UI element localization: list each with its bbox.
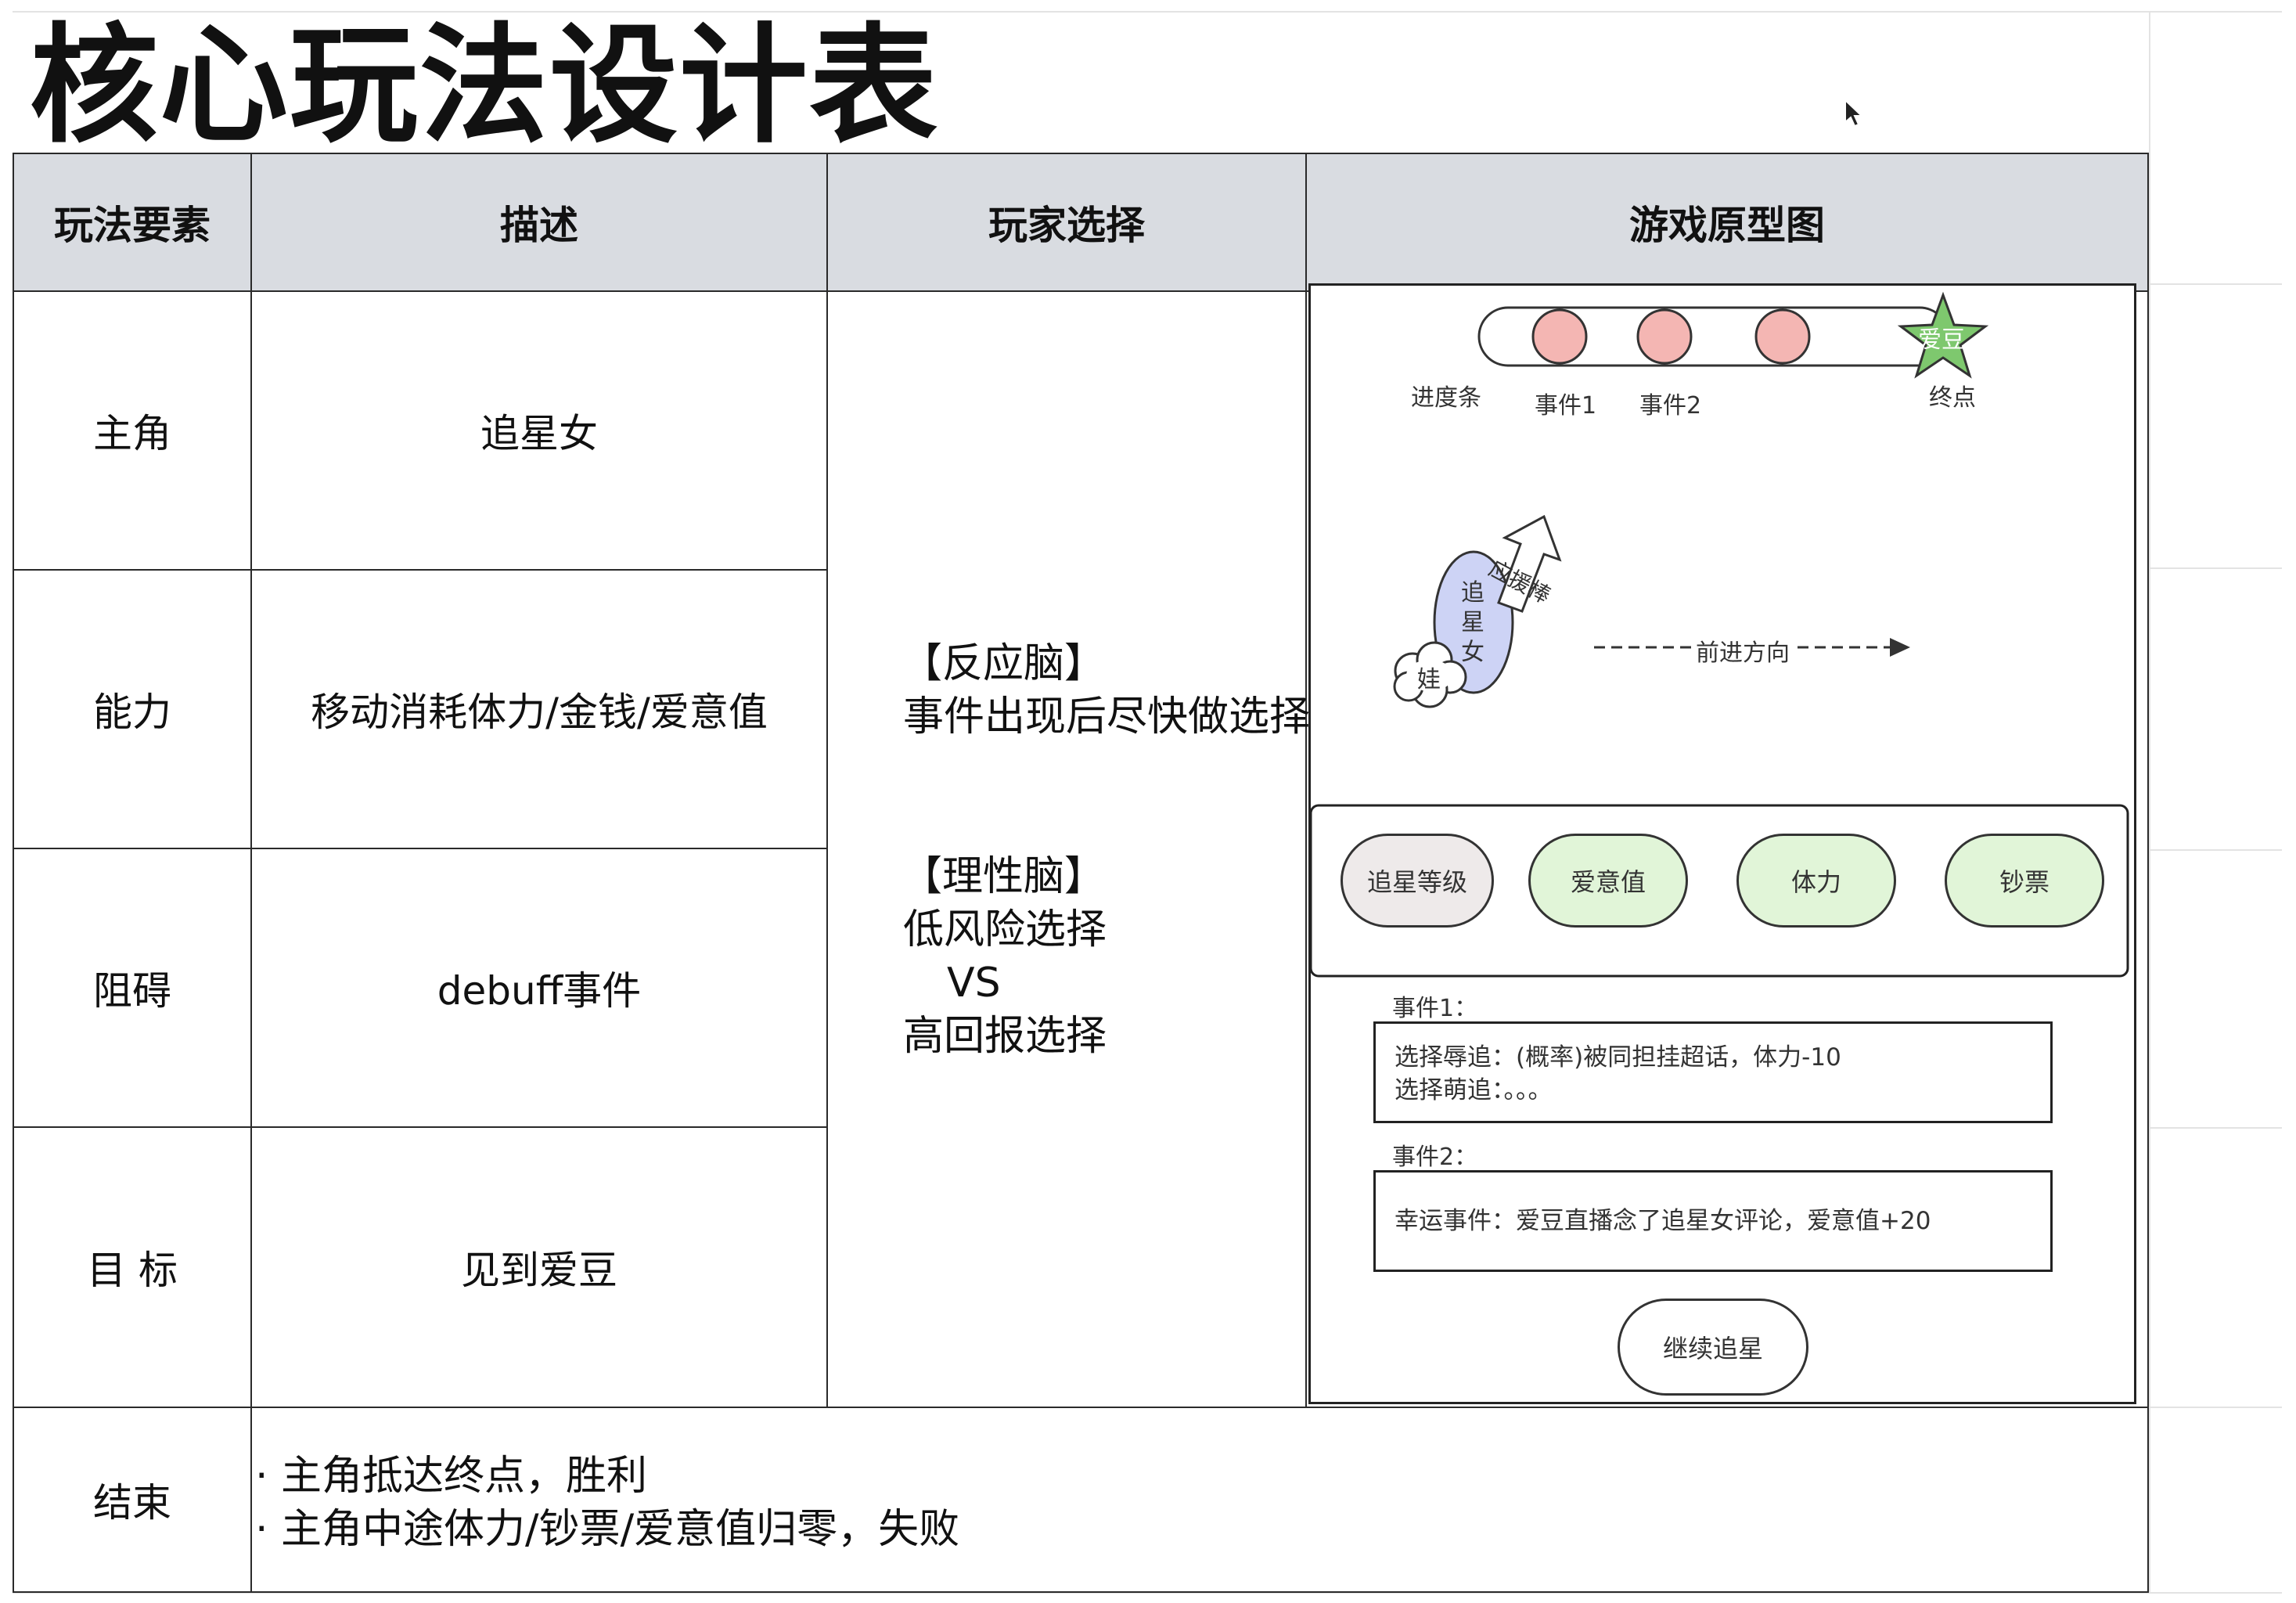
character-oval	[1433, 550, 1514, 694]
sheet-gridline	[2149, 1407, 2282, 1408]
prototype-svg	[1311, 291, 2129, 978]
ending-text: · 主角抵达终点，胜利 · 主角中途体力/钞票/爱意值归零，失败	[255, 1450, 959, 1556]
arrow-head-icon	[1890, 638, 1910, 657]
sheet-gridline	[2149, 283, 2282, 285]
goal-star-text: 爱豆	[1918, 326, 1965, 354]
row-element-cell[interactable]: 阻碍	[13, 848, 252, 1128]
event2-node-label: 事件2	[1639, 392, 1702, 420]
row-description-cell[interactable]: 移动消耗体力/金钱/爱意值	[250, 569, 828, 849]
reaction-title: 【反应脑】	[901, 640, 1106, 687]
event2-line: 幸运事件：爱豆直播念了追星女评论，爱意值+20	[1395, 1207, 1931, 1235]
rational-high: 高回报选择	[903, 1013, 1107, 1060]
page-title: 核心玩法设计表	[30, 11, 940, 160]
event-node	[1531, 308, 1588, 365]
sheet-gridline	[13, 11, 2282, 13]
row-element-cell[interactable]: 能力	[13, 569, 252, 849]
sheet-gridline	[13, 1592, 2282, 1594]
stats-panel	[1311, 804, 2129, 978]
row-element-cell[interactable]: 主角	[13, 290, 252, 571]
ending-win-line: · 主角抵达终点，胜利	[255, 1453, 648, 1500]
sheet-gridline	[2149, 1127, 2282, 1129]
event2-title: 事件2：	[1392, 1144, 1478, 1171]
stat-money-pill[interactable]: 钞票	[1945, 834, 2104, 928]
rational-low: 低风险选择	[903, 906, 1107, 953]
progress-label: 进度条	[1411, 384, 1481, 412]
event1-title: 事件1：	[1392, 995, 1478, 1022]
ending-label-cell[interactable]: 结束	[13, 1407, 252, 1593]
event1-node-label: 事件1	[1535, 392, 1597, 420]
header-description[interactable]: 描述	[250, 153, 828, 292]
stat-love-pill[interactable]: 爱意值	[1528, 834, 1688, 928]
event1-box[interactable]: 选择辱追：(概率)被同担挂超话，体力-10 选择萌追：。。。	[1373, 1021, 2053, 1123]
reaction-desc: 事件出现后尽快做选择	[903, 693, 1311, 740]
header-choice[interactable]: 玩家选择	[826, 153, 1307, 292]
event2-box[interactable]: 幸运事件：爱豆直播念了追星女评论，爱意值+20	[1373, 1170, 2053, 1272]
row-description-cell[interactable]: 追星女	[250, 290, 828, 571]
event1-option1[interactable]: 选择辱追：(概率)被同担挂超话，体力-10	[1395, 1043, 1841, 1072]
event1-option2[interactable]: 选择萌追：。。。	[1395, 1076, 1553, 1104]
mouse-cursor-icon	[1844, 99, 1864, 128]
direction-label: 前进方向	[1696, 639, 1790, 667]
header-prototype[interactable]: 游戏原型图	[1305, 153, 2149, 292]
doll-label: 娃	[1417, 666, 1441, 693]
rational-vs: VS	[947, 960, 1001, 1007]
row-description-cell[interactable]: 见到爱豆	[250, 1126, 828, 1408]
character-label: 追 星 女	[1461, 579, 1484, 666]
ending-lose-line: · 主角中途体力/钞票/爱意值归零，失败	[255, 1506, 960, 1553]
sheet-gridline	[2149, 849, 2282, 851]
event-node	[1754, 308, 1811, 365]
goal-label: 终点	[1929, 384, 1976, 412]
header-element[interactable]: 玩法要素	[13, 153, 252, 292]
continue-button[interactable]: 继续追星	[1618, 1299, 1808, 1396]
sheet-gridline	[2149, 11, 2150, 1592]
row-description-cell[interactable]: debuff事件	[250, 848, 828, 1128]
doll-cloud-icon	[1393, 641, 1467, 708]
sheet-gridline	[2149, 567, 2282, 569]
event-node	[1636, 308, 1693, 365]
stat-stamina-pill[interactable]: 体力	[1736, 834, 1896, 928]
stick-arrow-icon	[1497, 514, 1562, 613]
player-choice-cell[interactable]	[826, 290, 1307, 1408]
rational-title: 【理性脑】	[901, 853, 1106, 900]
prototype-diagram: 进度条 事件1 事件2 爱豆 终点 追 星 女 娃 应援棒 前进方向 追星等级 …	[1308, 283, 2136, 1404]
goal-star-icon	[1897, 291, 1989, 379]
ending-content-cell[interactable]	[250, 1407, 2149, 1593]
stat-level-pill[interactable]: 追星等级	[1341, 834, 1494, 928]
row-element-cell[interactable]: 目 标	[13, 1126, 252, 1408]
